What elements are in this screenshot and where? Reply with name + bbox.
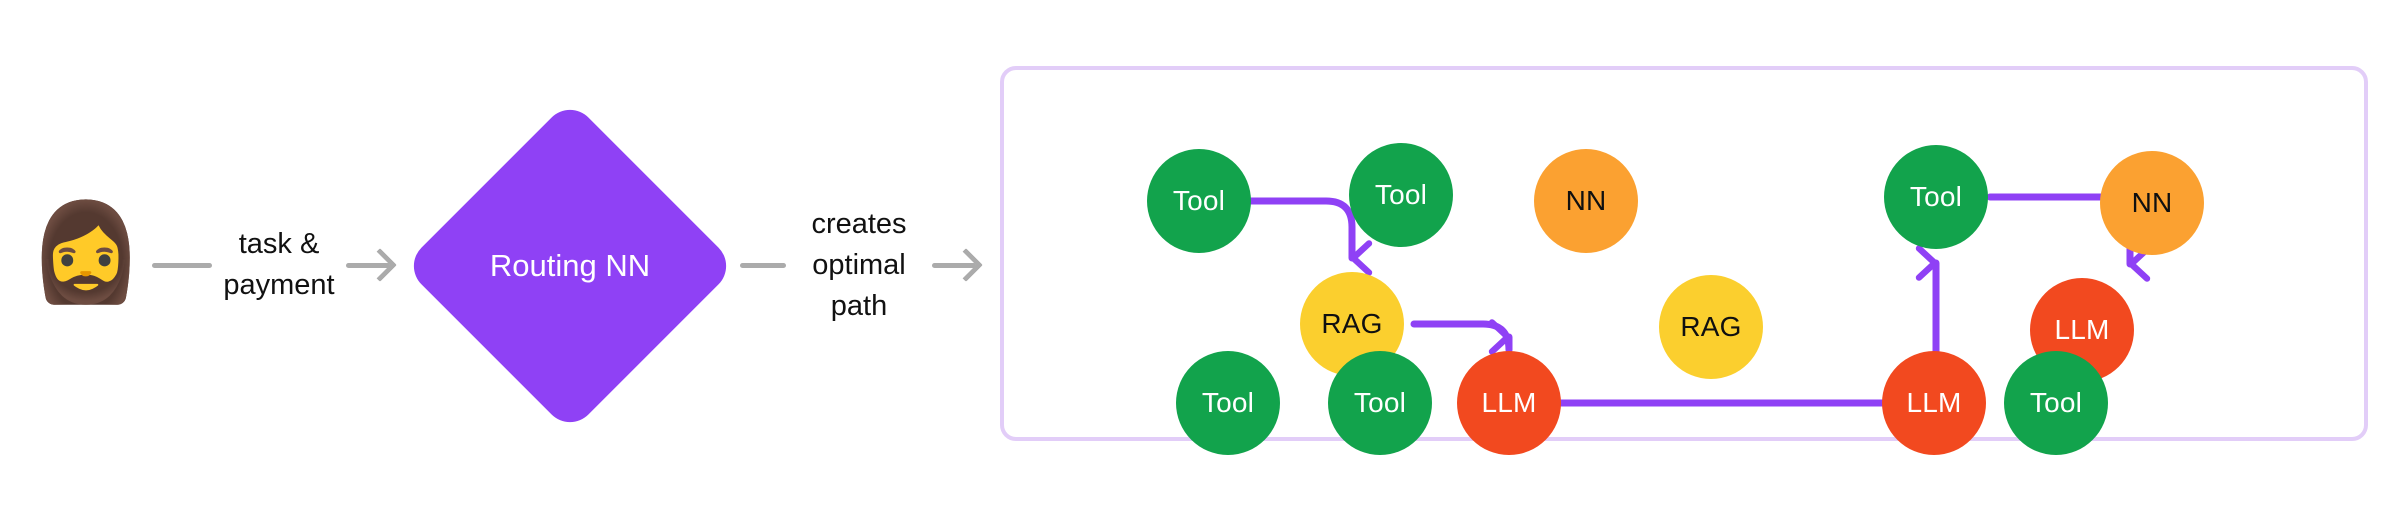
routing-nn-diamond-shape — [403, 99, 737, 433]
graph-node-tool[interactable]: Tool — [1176, 351, 1280, 455]
graph-node-label: Tool — [1172, 185, 1226, 216]
graph-node-label: NN — [2131, 187, 2173, 218]
connector-creates-optimal-path: creates optimal path — [740, 208, 998, 322]
graph-node-label: RAG — [1680, 311, 1742, 342]
graph-node-rag[interactable]: RAG — [1659, 275, 1763, 379]
graph-node-tool[interactable]: Tool — [2004, 351, 2108, 455]
edge-rag-to-llm — [1410, 319, 1513, 355]
routing-nn-node[interactable]: Routing NN — [403, 99, 737, 433]
graph-node-tool[interactable]: Tool — [1328, 351, 1432, 455]
graph-node-label: NN — [1565, 185, 1607, 216]
graph-node-label: Tool — [1353, 387, 1407, 418]
graph-node-label: Tool — [1201, 387, 1255, 418]
graph-node-nn[interactable]: NN — [2100, 151, 2204, 255]
connector-arrow-right-2 — [932, 262, 976, 268]
graph-node-llm[interactable]: LLM — [1882, 351, 1986, 455]
connector-arrow-right — [346, 262, 390, 268]
optimal-path-panel: Tool Tool NN Tool NN RAG RAG LLM Tool To… — [1000, 66, 2368, 455]
connector-task-payment: task & payment — [152, 228, 400, 301]
connector-label-creates-optimal-path: creates optimal path — [811, 207, 907, 322]
connector-label-task-payment: task & payment — [223, 228, 335, 301]
graph-node-label: Tool — [2029, 387, 2083, 418]
connector-line-left — [152, 262, 212, 268]
graph-node-label: Tool — [1374, 179, 1428, 210]
graph-node-label: RAG — [1321, 308, 1383, 339]
graph-node-tool[interactable]: Tool — [1349, 143, 1453, 247]
graph-node-tool[interactable]: Tool — [1147, 149, 1251, 253]
graph-node-label: LLM — [1481, 387, 1537, 418]
graph-node-label: LLM — [2054, 314, 2110, 345]
user-avatar-icon: 🧔‍♀️ — [26, 196, 146, 308]
graph-node-label: LLM — [1906, 387, 1962, 418]
graph-node-llm[interactable]: LLM — [1457, 351, 1561, 455]
graph-node-nn[interactable]: NN — [1534, 149, 1638, 253]
edge-tool-to-rag — [1206, 197, 1373, 276]
graph-node-label: Tool — [1909, 181, 1963, 212]
graph-node-tool[interactable]: Tool — [1884, 145, 1988, 249]
panel-content: Tool Tool NN Tool NN RAG RAG LLM Tool To… — [1004, 70, 2364, 455]
connector-line-left-2 — [740, 262, 786, 268]
